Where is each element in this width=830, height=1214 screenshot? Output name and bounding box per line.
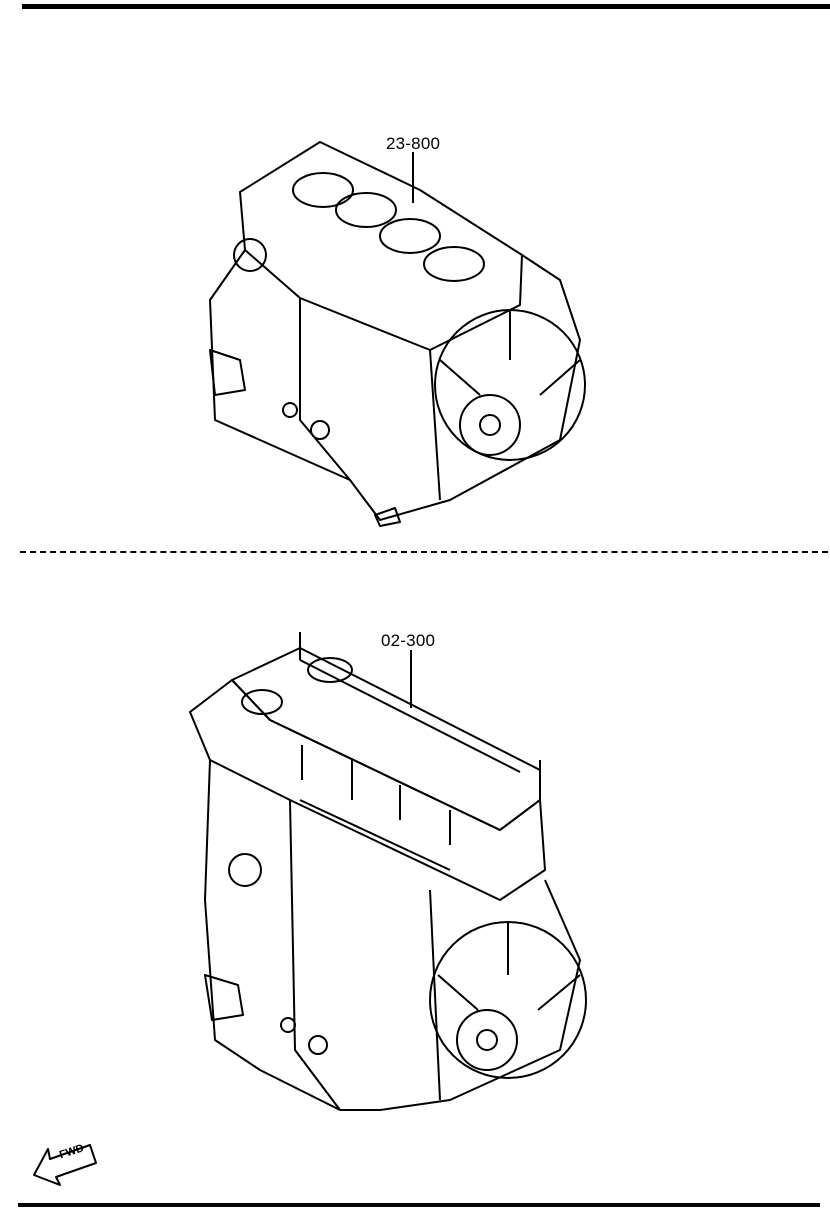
bottom-border-rule [18, 1203, 820, 1207]
callout-short-block: 23-800 [386, 134, 441, 153]
section-divider [20, 551, 828, 553]
forward-arrow-icon [33, 1144, 97, 1186]
callout-long-block: 02-300 [381, 631, 436, 650]
top-border-rule [22, 4, 830, 9]
